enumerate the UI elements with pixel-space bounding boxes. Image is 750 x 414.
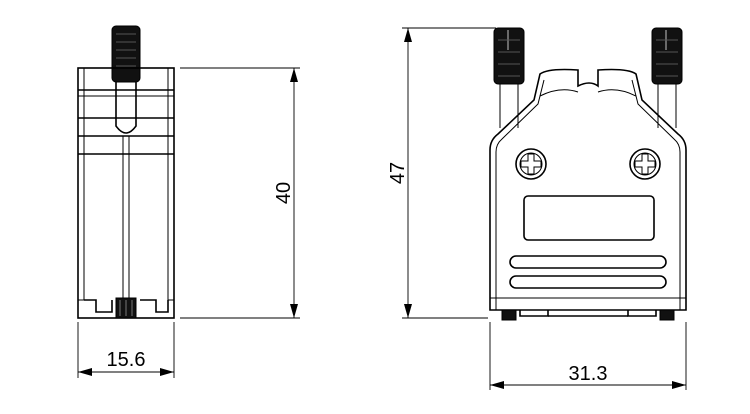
front-height-label: 47 bbox=[387, 162, 409, 184]
front-hood-outline bbox=[489, 68, 687, 311]
front-left-mount-screw bbox=[515, 148, 547, 180]
front-grip-slot bbox=[509, 255, 667, 269]
front-grip-slot bbox=[509, 275, 667, 289]
front-width-label: 31.3 bbox=[569, 363, 608, 385]
front-view bbox=[489, 27, 687, 321]
front-left-screw bbox=[493, 27, 525, 128]
side-height-label: 40 bbox=[273, 182, 295, 204]
side-body-outline bbox=[77, 67, 175, 319]
side-screw-shaft bbox=[115, 82, 137, 134]
front-height-dimension: 47 bbox=[387, 27, 496, 319]
side-screw-head bbox=[111, 25, 141, 83]
side-view bbox=[77, 25, 175, 319]
front-right-bottom-nut bbox=[659, 309, 675, 321]
side-height-dimension: 40 bbox=[180, 67, 300, 319]
front-right-screw bbox=[651, 27, 683, 128]
side-bottom-nut bbox=[115, 297, 137, 319]
side-width-label: 15.6 bbox=[107, 349, 146, 371]
side-width-dimension: 15.6 bbox=[77, 322, 175, 378]
front-left-bottom-nut bbox=[501, 309, 517, 321]
front-label-window bbox=[523, 195, 655, 241]
front-right-mount-screw bbox=[629, 148, 661, 180]
front-width-dimension: 31.3 bbox=[489, 322, 687, 390]
